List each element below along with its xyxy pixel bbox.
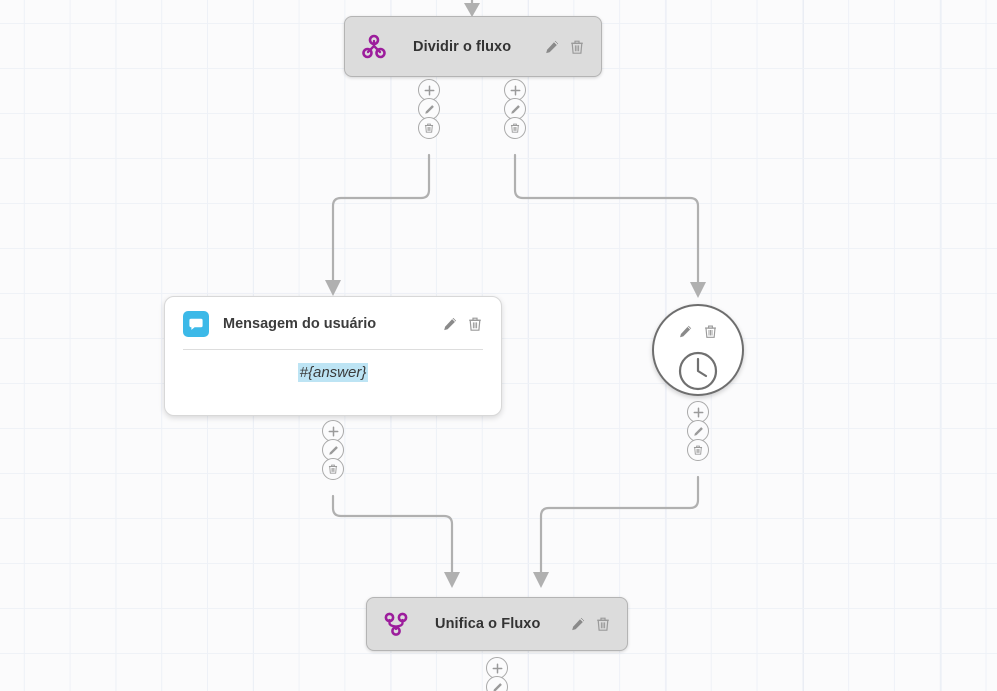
edit-connector-button[interactable] (486, 676, 508, 691)
user-message-body: #{answer} (165, 350, 501, 400)
merge-flow-icon (383, 611, 409, 637)
split-flow-title: Dividir o fluxo (413, 38, 512, 55)
edge-delay-to-merge (533, 475, 700, 588)
merge-flow-node[interactable]: Unifica o Fluxo (366, 597, 628, 651)
edit-connector-button[interactable] (687, 420, 709, 442)
edge-message-to-merge (331, 494, 460, 588)
pencil-icon[interactable] (570, 616, 586, 632)
chat-bubble-icon (183, 311, 209, 337)
merge-flow-title: Unifica o Fluxo (435, 616, 541, 632)
edit-connector-button[interactable] (418, 98, 440, 120)
split-port-left[interactable] (418, 79, 440, 139)
pencil-icon[interactable] (678, 324, 693, 339)
split-port-right[interactable] (504, 79, 526, 139)
delete-connector-button[interactable] (504, 117, 526, 139)
trash-icon[interactable] (595, 616, 611, 632)
delay-port-out[interactable] (687, 401, 709, 461)
user-message-header: Mensagem do usuário (165, 297, 501, 349)
delay-node[interactable] (652, 304, 744, 396)
add-connector-button[interactable] (504, 79, 526, 101)
split-flow-icon (361, 34, 387, 60)
trash-icon[interactable] (467, 316, 483, 332)
pencil-icon[interactable] (442, 316, 458, 332)
delete-connector-button[interactable] (322, 458, 344, 480)
edge-into-split (464, 0, 480, 17)
trash-icon[interactable] (569, 39, 585, 55)
clock-icon (654, 350, 742, 392)
card-divider (183, 349, 483, 350)
edge-split-to-message (325, 153, 431, 296)
user-message-title: Mensagem do usuário (223, 316, 377, 332)
trash-icon[interactable] (703, 324, 718, 339)
merge-port-out[interactable] (486, 657, 508, 691)
user-message-node[interactable]: Mensagem do usuário (164, 296, 502, 416)
delay-node-actions (654, 324, 742, 339)
message-port-out[interactable] (322, 420, 344, 480)
delete-connector-button[interactable] (687, 439, 709, 461)
pencil-icon[interactable] (544, 39, 560, 55)
answer-variable-token: #{answer} (297, 363, 369, 382)
split-flow-node[interactable]: Dividir o fluxo (344, 16, 602, 77)
delete-connector-button[interactable] (418, 117, 440, 139)
edge-split-to-delay (513, 153, 706, 298)
